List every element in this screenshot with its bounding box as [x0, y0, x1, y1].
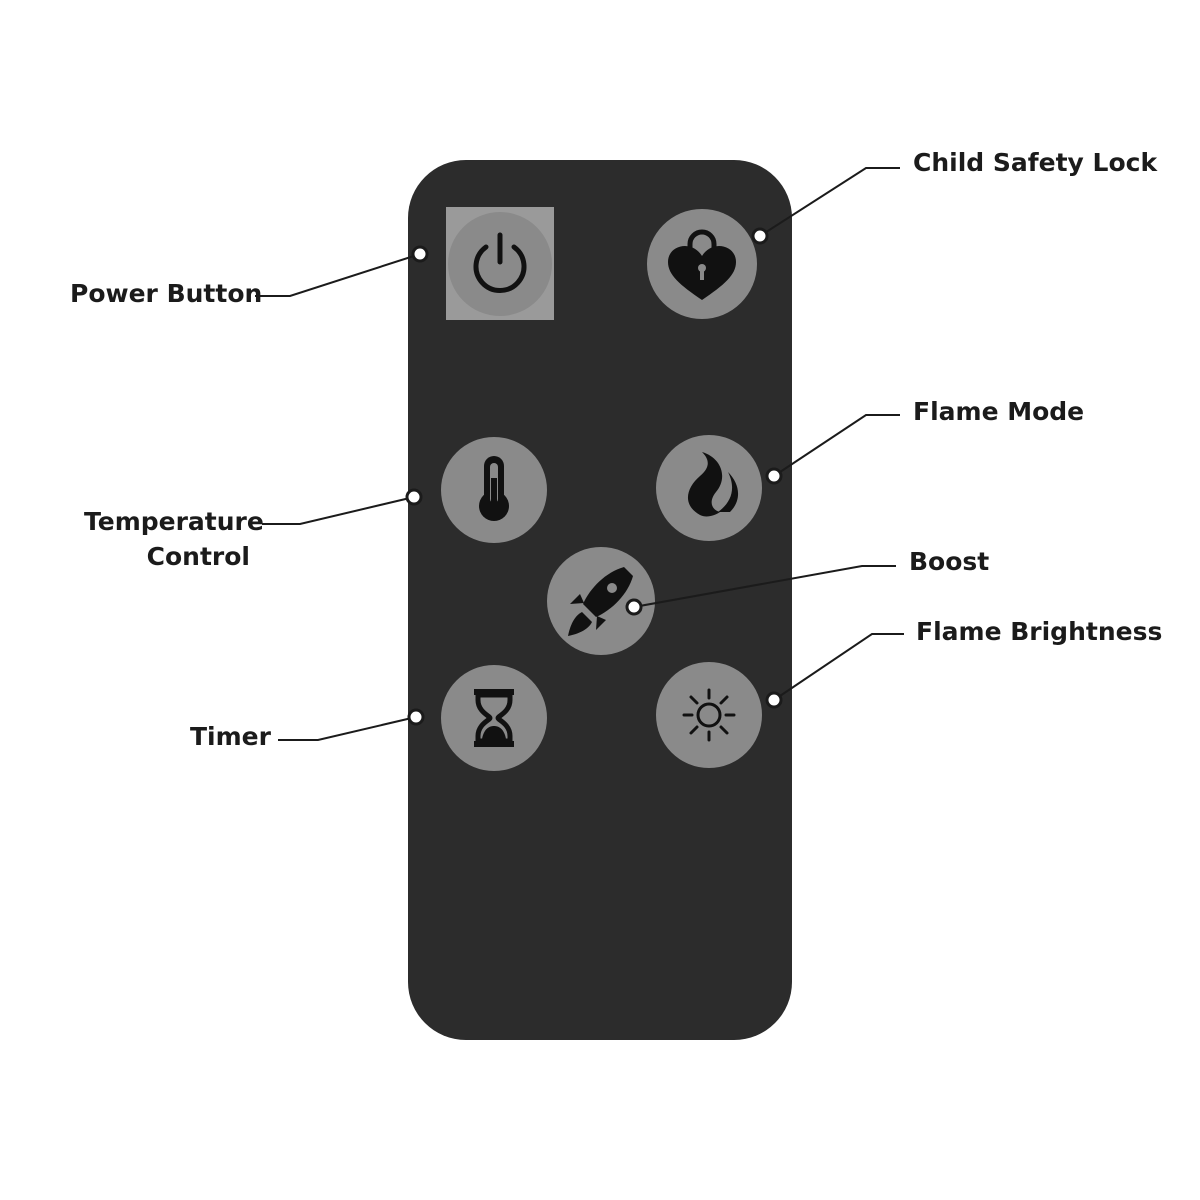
leader-temperature [262, 496, 415, 525]
flame-icon [687, 452, 739, 517]
leader-dot-timer [407, 708, 425, 726]
leader-boost [633, 565, 896, 608]
heart-padlock-icon [668, 229, 736, 300]
flame-brightness-button[interactable] [656, 662, 762, 768]
leader-flame-brightness [773, 633, 904, 701]
hourglass-icon [474, 689, 514, 747]
label-temperature-control-line1: Temperature [84, 507, 264, 536]
callout-leaders [255, 167, 904, 741]
label-child-safety-lock: Child Safety Lock [913, 148, 1158, 177]
thermometer-icon [479, 456, 509, 521]
leader-dot-power [411, 245, 429, 263]
label-power-button: Power Button [70, 279, 263, 308]
leader-dot-child-lock [751, 227, 769, 245]
power-button[interactable] [446, 207, 554, 320]
sun-icon [682, 688, 736, 742]
label-timer: Timer [190, 722, 271, 751]
boost-button[interactable] [547, 547, 655, 655]
timer-button[interactable] [441, 665, 547, 771]
leader-flame-mode [773, 414, 900, 477]
flame-mode-button[interactable] [656, 435, 762, 541]
leader-dot-temperature [405, 488, 423, 506]
label-boost: Boost [909, 547, 990, 576]
label-temperature-control-line2: Control [146, 542, 250, 571]
temperature-control-button[interactable] [441, 437, 547, 543]
leader-power [255, 253, 421, 297]
label-flame-brightness: Flame Brightness [916, 617, 1163, 646]
child-safety-lock-button[interactable] [647, 209, 757, 319]
leader-child-lock [759, 167, 900, 237]
power-icon [473, 232, 527, 293]
rocket-icon [568, 567, 633, 636]
leader-dot-flame-mode [765, 467, 783, 485]
leader-dot-boost [625, 598, 643, 616]
label-flame-mode: Flame Mode [913, 397, 1085, 426]
leader-dot-flame-brightness [765, 691, 783, 709]
leader-timer [278, 716, 417, 741]
